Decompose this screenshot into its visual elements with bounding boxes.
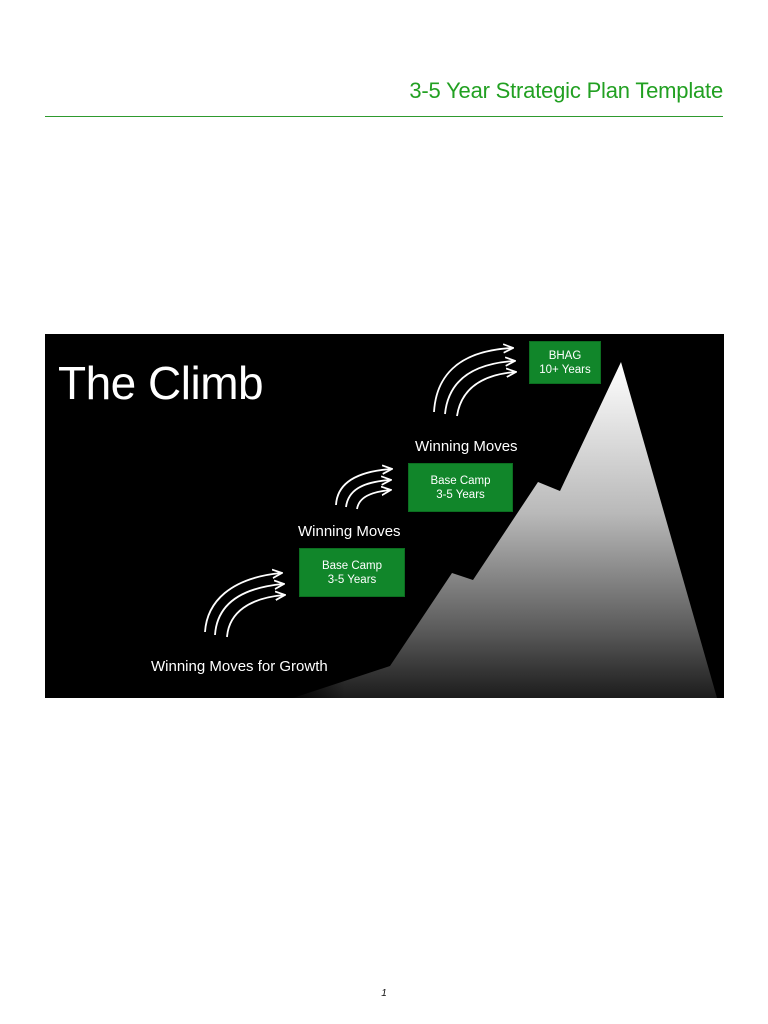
climb-graphic (204, 334, 717, 698)
slide-title: The Climb (58, 357, 264, 409)
mountain-icon (293, 362, 717, 698)
winning-moves-label: Winning Moves (298, 523, 401, 540)
bhag-duration: 10+ Years (539, 363, 591, 376)
curved-arrows-icon (204, 573, 284, 638)
base-camp-box: Base Camp 3-5 Years (299, 548, 405, 597)
winning-moves-label: Winning Moves for Growth (151, 658, 328, 675)
document-title: 3-5 Year Strategic Plan Template (409, 78, 723, 103)
base-camp-duration: 3-5 Years (436, 488, 485, 501)
winning-moves-label: Winning Moves (415, 438, 518, 455)
curved-arrows-icon (433, 348, 515, 417)
base-camp-box: Base Camp 3-5 Years (408, 463, 513, 512)
base-camp-label: Base Camp (430, 474, 491, 487)
curved-arrows-icon (335, 469, 391, 510)
bhag-label: BHAG (548, 349, 582, 362)
bhag-box: BHAG 10+ Years (529, 341, 601, 384)
document-header: 3-5 Year Strategic Plan Template (45, 78, 723, 117)
climb-figure: The Climb Winning Moves for Growth Winni… (45, 334, 724, 698)
base-camp-label: Base Camp (321, 559, 383, 572)
page-number: 1 (381, 988, 387, 999)
base-camp-duration: 3-5 Years (327, 573, 377, 586)
